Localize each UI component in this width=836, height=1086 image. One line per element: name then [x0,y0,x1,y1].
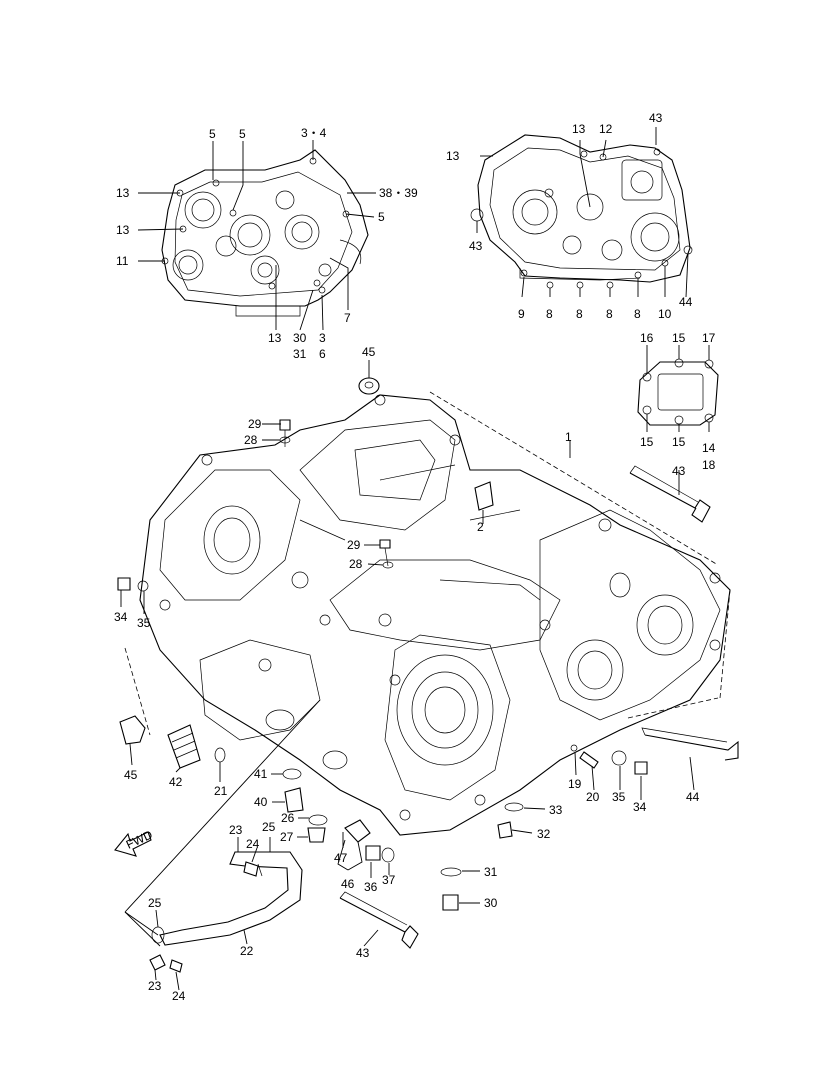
callout-25a: 25 [262,820,276,834]
callout-3-4: 3・4 [301,126,327,140]
callout-23a: 23 [229,823,243,837]
callout-18: 18 [702,458,716,472]
callout-44a: 44 [679,295,693,309]
callout-45a: 45 [362,345,376,359]
callout-35a: 35 [137,616,151,630]
callout-43d: 43 [356,946,370,960]
callout-8a: 8 [546,307,553,321]
callout-34b: 34 [633,800,647,814]
callout-13c: 13 [268,331,282,345]
callout-5a: 5 [209,127,216,141]
callout-8b: 8 [576,307,583,321]
callout-44b: 44 [686,790,700,804]
callout-30a: 30 [293,331,307,345]
callout-27: 27 [280,830,294,844]
callout-16: 16 [640,331,654,345]
callout-5c: 5 [378,210,385,224]
callout-6: 6 [319,347,326,361]
callout-29a: 29 [248,417,262,431]
callout-5b: 5 [239,127,246,141]
callout-23b: 23 [148,979,162,993]
callout-34a: 34 [114,610,128,624]
callout-35b: 35 [612,790,626,804]
callout-41: 41 [254,767,268,781]
callout-32: 32 [537,827,551,841]
callout-7: 7 [344,311,351,325]
right-crankcase-half-view [470,134,693,289]
callout-8d: 8 [634,307,641,321]
callout-43a: 43 [649,111,663,125]
loose-parts [117,377,739,973]
callout-24a: 24 [246,837,260,851]
callout-14: 14 [702,441,716,455]
callout-15b: 15 [640,435,654,449]
main-crankcase-assembly [139,394,731,836]
callout-1: 1 [565,430,572,444]
callout-30b: 30 [484,896,498,910]
callout-labels: 5 5 3・4 13 13 11 38・39 5 7 13 30 31 3 6 … [114,111,716,1003]
callout-15c: 15 [672,435,686,449]
svg-text:FWD: FWD [124,827,155,851]
callout-19: 19 [568,777,582,791]
callout-29b: 29 [347,538,361,552]
fwd-arrow-icon: FWD [114,827,155,857]
callout-46: 46 [341,877,355,891]
callout-13b: 13 [116,223,130,237]
callout-13e: 13 [572,122,586,136]
callout-36: 36 [364,880,378,894]
callout-8c: 8 [606,307,613,321]
callout-42: 42 [169,775,183,789]
callout-47: 47 [334,851,348,865]
callout-11: 11 [116,254,129,268]
callout-38-39: 38・39 [379,186,418,200]
callout-37: 37 [382,873,396,887]
callout-28b: 28 [349,557,363,571]
callout-3: 3 [319,331,326,345]
callout-43c: 43 [672,464,686,478]
callout-12: 12 [599,122,613,136]
callout-31b: 31 [484,865,498,879]
callout-28a: 28 [244,433,258,447]
callout-20: 20 [586,790,600,804]
callout-26: 26 [281,811,295,825]
callout-13d: 13 [446,149,460,163]
callout-40: 40 [254,795,268,809]
callout-24b: 24 [172,989,186,1003]
callout-15a: 15 [672,331,686,345]
leader-lines [120,127,710,991]
callout-17: 17 [702,331,716,345]
callout-10: 10 [658,307,672,321]
callout-43b: 43 [469,239,483,253]
callout-22: 22 [240,944,254,958]
callout-13a: 13 [116,186,130,200]
callout-2: 2 [477,520,484,534]
callout-33: 33 [549,803,563,817]
crankcase-cover-plate [637,358,719,426]
left-crankcase-half-view [161,149,369,317]
callout-45b: 45 [124,768,138,782]
callout-25b: 25 [148,896,162,910]
callout-31a: 31 [293,347,307,361]
callout-9: 9 [518,307,525,321]
callout-21: 21 [214,784,228,798]
